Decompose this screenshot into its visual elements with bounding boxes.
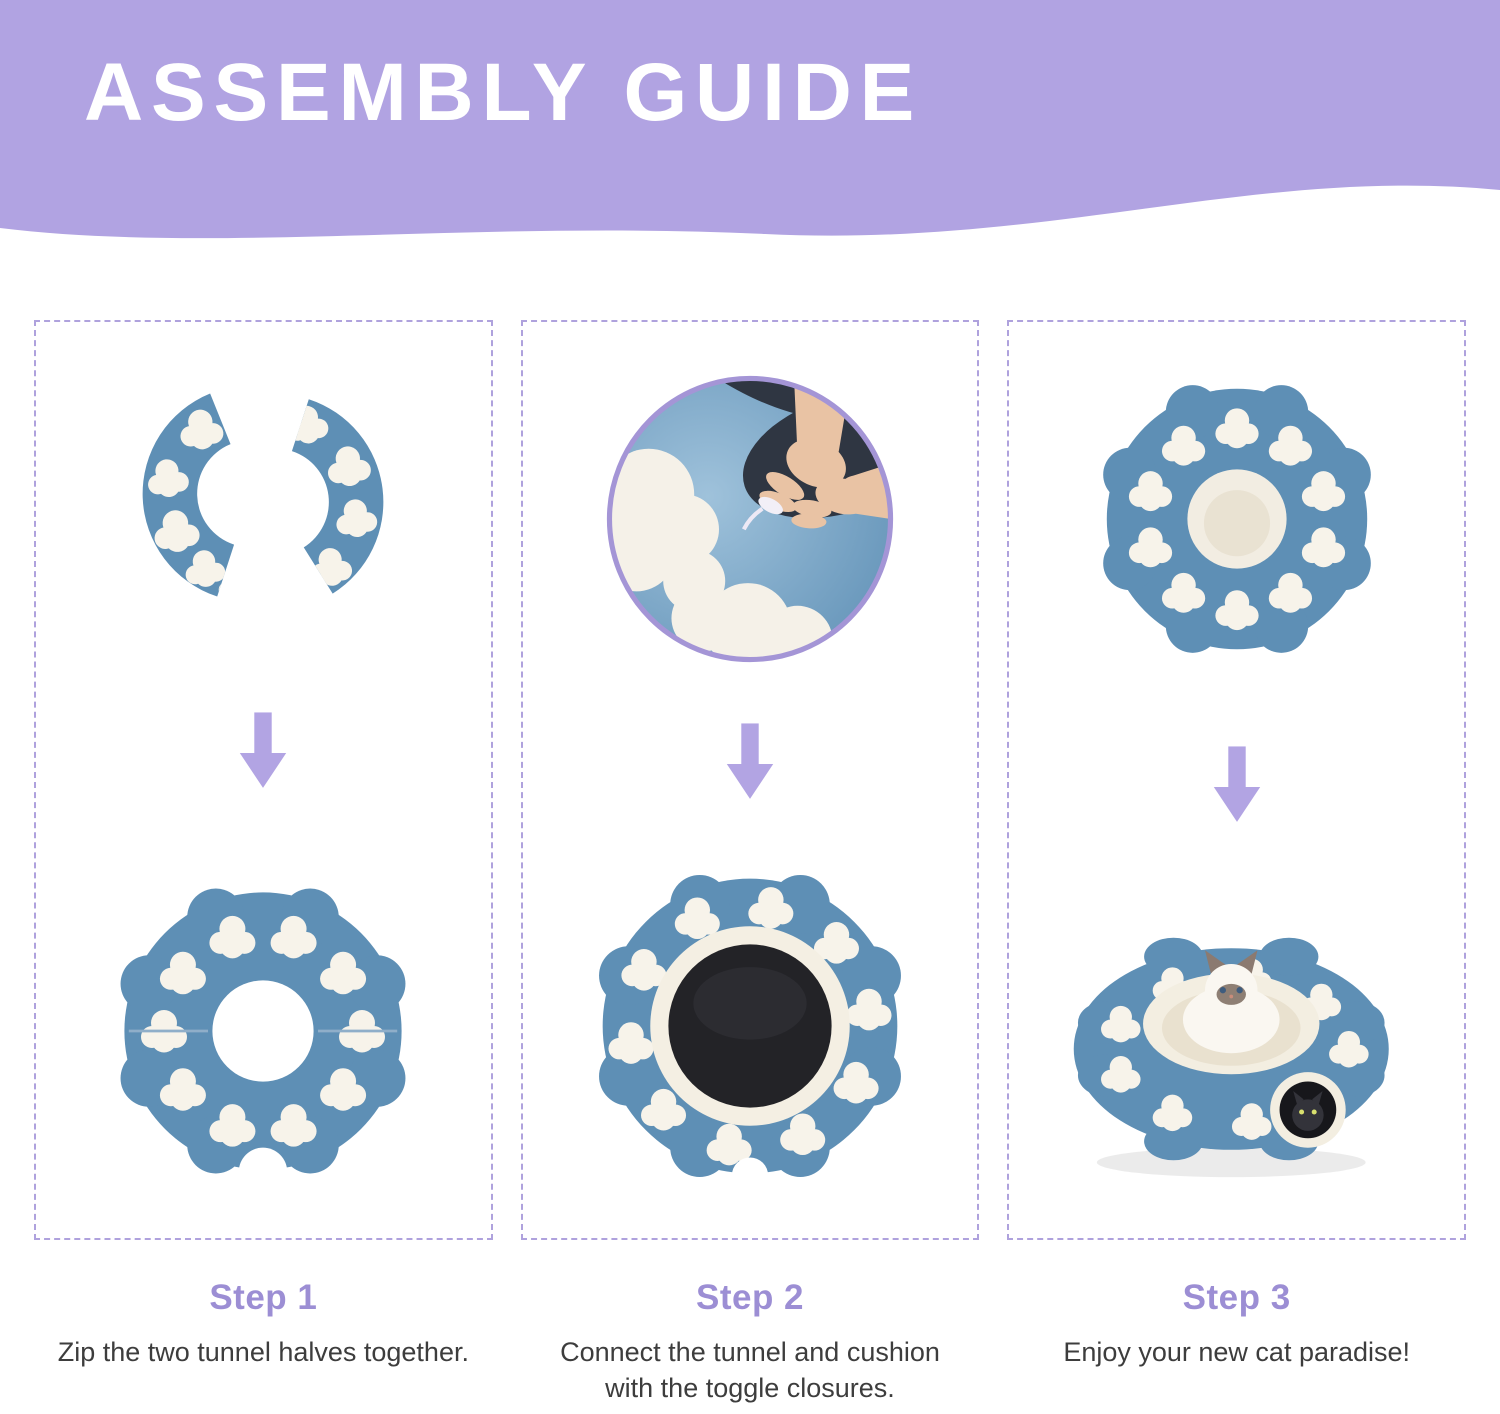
assembled-tunnel-ring-image bbox=[120, 888, 406, 1196]
step-label: Step 2 bbox=[695, 1278, 805, 1317]
cat-in-bed bbox=[1183, 950, 1280, 1054]
step-1-column: Step 1 Zip the two tunnel halves togethe… bbox=[34, 320, 493, 1407]
arrow-down-icon bbox=[240, 712, 287, 788]
finished-bed-with-cats-image bbox=[1073, 937, 1389, 1178]
tunnel-with-black-cushion-image bbox=[599, 875, 901, 1194]
page-title: ASSEMBLY GUIDE bbox=[84, 47, 923, 138]
sherpa-fleece bbox=[609, 448, 833, 660]
header-banner: ASSEMBLY GUIDE bbox=[0, 0, 1500, 262]
step-description: Connect the tunnel and cushion with the … bbox=[560, 1337, 940, 1404]
assembled-bed-top-view-image bbox=[1102, 385, 1371, 653]
toggle-closure bbox=[741, 496, 783, 531]
two-tunnel-halves-image bbox=[142, 393, 384, 602]
step-3-column: Step 3 Enjoy your new cat paradise! bbox=[1007, 320, 1467, 1407]
tunnel-opening-notch bbox=[239, 1147, 288, 1196]
steps-row: Step 1 Zip the two tunnel halves togethe… bbox=[0, 320, 1500, 1407]
step-label: Step 3 bbox=[1182, 1278, 1291, 1317]
header-wave bbox=[0, 0, 1500, 239]
step-2-panel bbox=[520, 320, 980, 1240]
step-description: Zip the two tunnel halves together. bbox=[57, 1337, 469, 1367]
step-description: Enjoy your new cat paradise! bbox=[1063, 1337, 1411, 1367]
step-3-panel bbox=[1007, 320, 1467, 1240]
bed-shadow bbox=[1097, 1147, 1366, 1178]
arrow-down-icon bbox=[726, 723, 774, 799]
step-2-column: Step 2 Connect the tunnel and cushion wi… bbox=[520, 320, 980, 1407]
step-1-panel bbox=[34, 320, 493, 1240]
arrow-down-icon bbox=[1213, 746, 1260, 822]
step-label: Step 1 bbox=[209, 1278, 318, 1317]
toggle-closure-photo bbox=[606, 375, 894, 663]
tunnel-opening-with-cat bbox=[1270, 1072, 1346, 1148]
tunnel-opening-notch bbox=[731, 1157, 769, 1194]
